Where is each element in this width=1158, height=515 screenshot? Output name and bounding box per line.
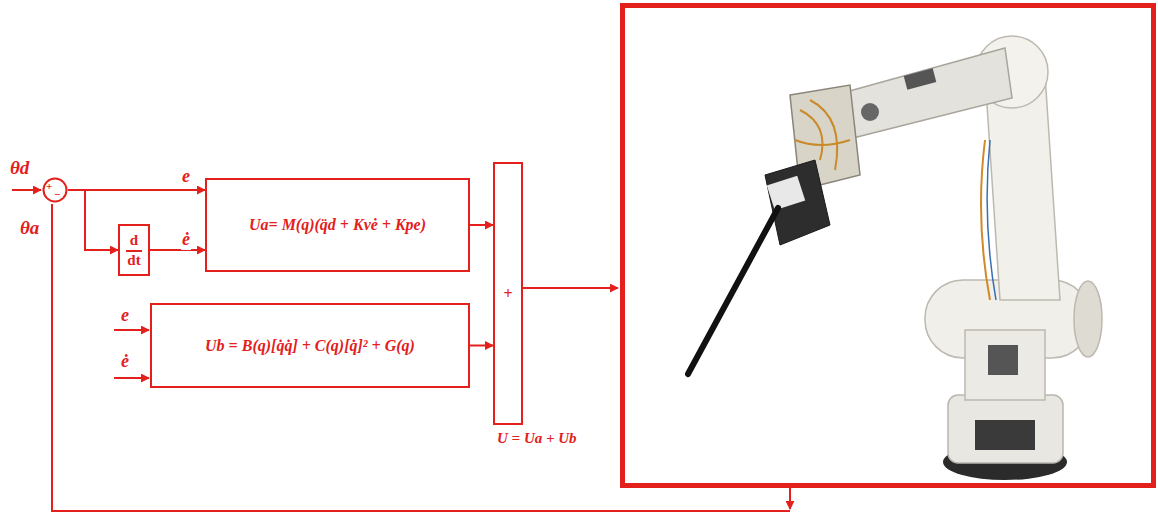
input-arrow [12, 189, 41, 191]
signal-name: e [181, 167, 191, 187]
input-arrow [114, 329, 149, 331]
sum-symbol: + [503, 285, 512, 303]
robot-frame [623, 6, 1154, 486]
signal-name: e [121, 306, 129, 326]
sign-symbol: − [54, 188, 60, 200]
signal-connector [470, 224, 493, 226]
derivative-box: ddt [118, 224, 150, 276]
compensation-box: Ub = B(q)[q̇q̇] + C(q)[q̇]² + G(q) [150, 303, 470, 388]
input-arrow [114, 377, 149, 379]
signal-connector [68, 190, 118, 250]
equation-text: Ua= M(q)(q̈d + Kvė + Kpe) [249, 216, 426, 234]
feedback-arrow [789, 488, 791, 509]
signal-connector [470, 345, 493, 347]
signal-name: θd [10, 158, 29, 179]
fraction-denominator: dt [125, 252, 142, 269]
signal-connector [68, 189, 205, 191]
fraction-numerator: d [126, 232, 142, 252]
control-law-box: Ua= M(q)(q̈d + Kvė + Kpe) [205, 178, 470, 272]
signal-name: ė [181, 230, 191, 250]
robot-illustration [688, 36, 1102, 480]
adder-box: + [493, 162, 523, 425]
sign-symbol: + [46, 180, 52, 192]
equation-label: U = Ua + Ub [497, 430, 577, 447]
signal-connector [150, 249, 205, 251]
equation-text: Ub = B(q)[q̇q̇] + C(q)[q̇]² + G(q) [205, 337, 415, 355]
output-arrow [523, 287, 618, 289]
signal-name: θa [20, 218, 39, 239]
summing-junction: +− [42, 177, 68, 203]
signal-name: ė [121, 352, 129, 372]
